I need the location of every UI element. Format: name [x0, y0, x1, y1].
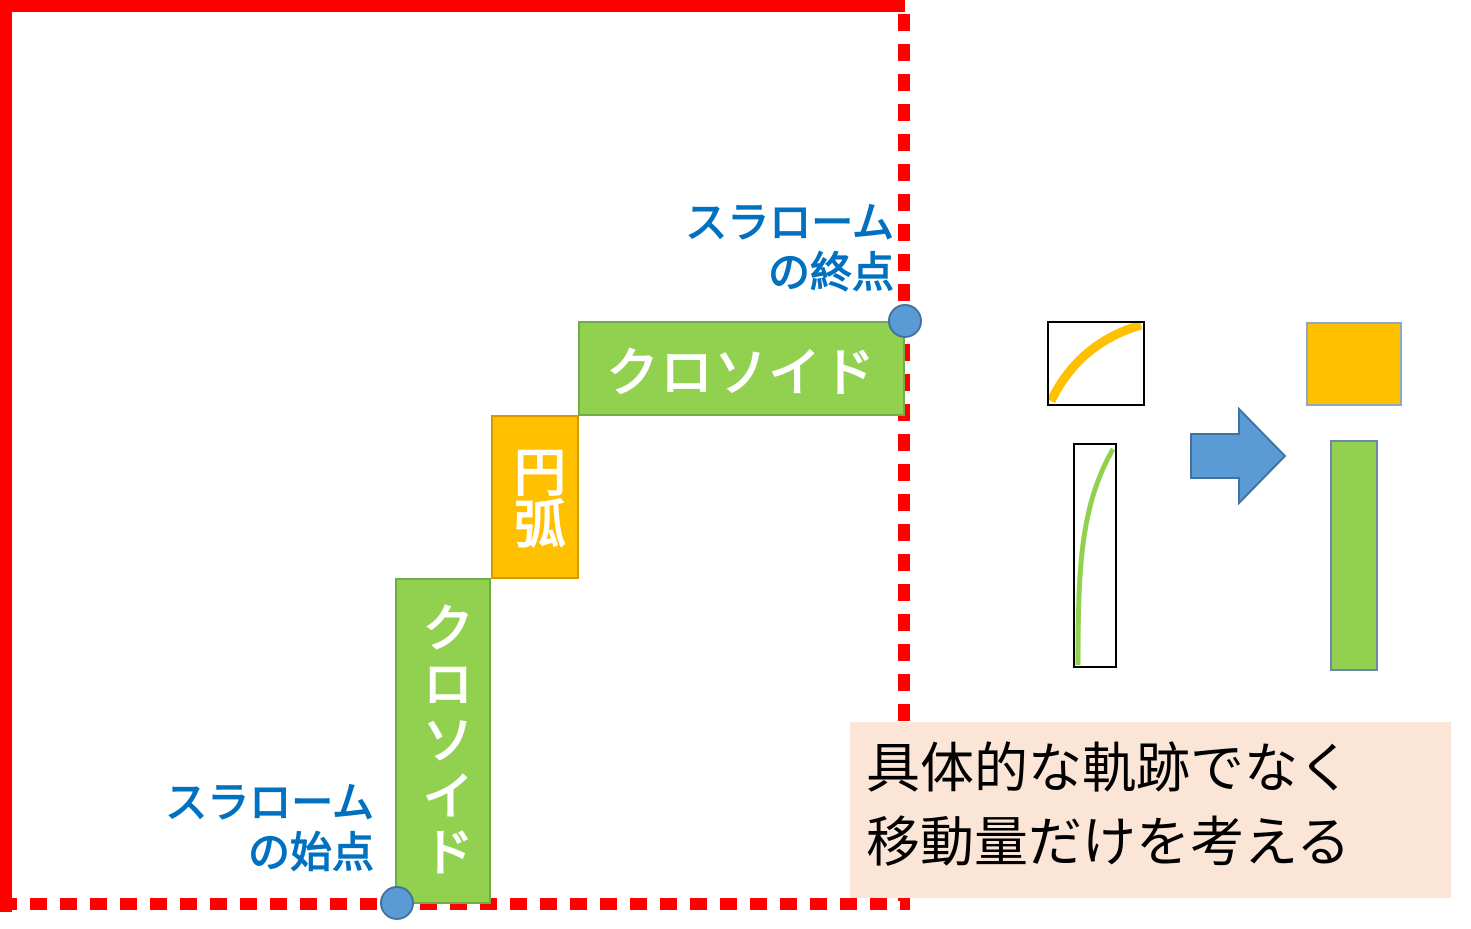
right-arrow-icon — [1190, 407, 1287, 505]
wall-top — [0, 0, 905, 12]
start-point-label: スラローム の始点 — [118, 778, 374, 878]
end-point-label-line2: の終点 — [767, 248, 894, 297]
wall-left — [0, 0, 12, 912]
arc-displacement-block — [1306, 322, 1402, 406]
start-point-label-line1: スラローム — [165, 778, 374, 827]
end-point-marker — [888, 304, 922, 338]
clothoid-displacement-block — [1330, 440, 1378, 671]
start-point-label-line2: の始点 — [247, 828, 374, 877]
arc-trajectory-thumbnail — [1046, 320, 1145, 406]
arc-block: 円弧 — [491, 415, 579, 579]
end-point-label: スラローム の終点 — [640, 198, 894, 298]
clothoid-curve-graphic — [1075, 447, 1116, 666]
note-line2: 移動量だけを考える — [866, 811, 1351, 874]
wall-bottom-dashed — [0, 898, 910, 910]
arc-label: 円弧 — [504, 445, 565, 549]
clothoid-horizontal-label: クロソイド — [606, 344, 877, 404]
clothoid-vertical-block: クロソイド — [395, 578, 491, 904]
arc-curve-graphic — [1046, 320, 1143, 403]
wall-right-dashed — [898, 14, 910, 912]
note-line1: 具体的な軌跡でなく — [866, 737, 1352, 800]
clothoid-vertical-label: クロソイド — [412, 601, 473, 881]
clothoid-horizontal-block: クロソイド — [578, 321, 905, 416]
note-box: 具体的な軌跡でなく 移動量だけを考える — [850, 722, 1451, 898]
start-point-marker — [380, 886, 414, 920]
clothoid-trajectory-thumbnail — [1073, 443, 1117, 668]
end-point-label-line1: スラローム — [685, 198, 894, 247]
